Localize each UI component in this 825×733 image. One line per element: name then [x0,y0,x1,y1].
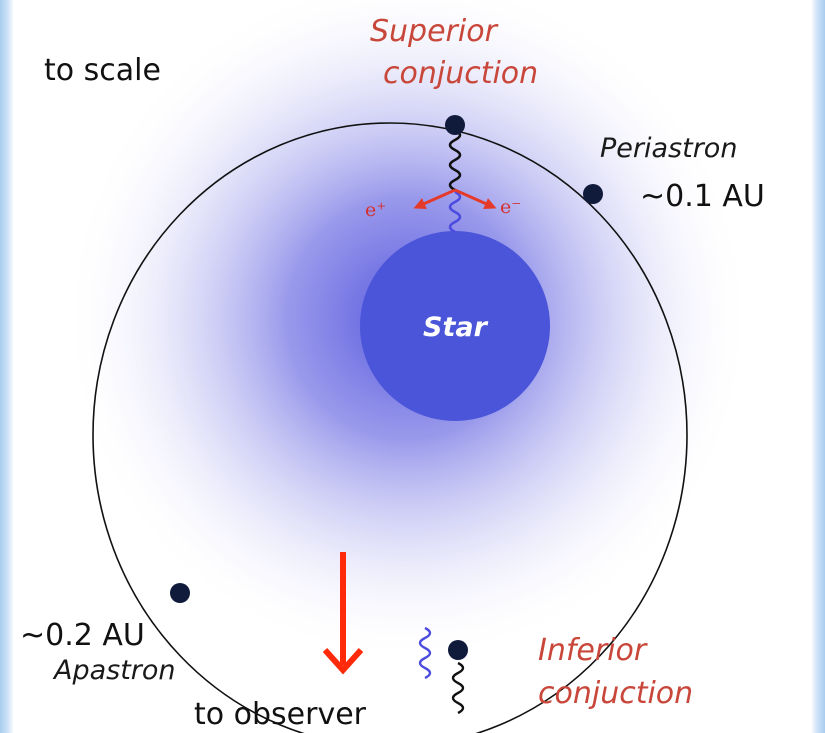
inferior-conjunction-label-line2: conjuction [538,676,693,711]
inferior-conjunction-label-line1: Inferior [538,633,648,668]
gamma-ray-wiggle-black [448,128,462,192]
positron-arrow [413,188,456,210]
apastron-point [170,583,190,603]
observer-label: to observer [194,697,367,732]
star-label: Star [423,312,489,343]
positron-label: e⁺ [365,199,386,221]
inferior-conjunction-point [448,640,468,660]
inferior-wiggle-black [451,661,465,715]
gamma-ray-wiggle-blue [448,190,462,234]
scale-note: to scale [44,53,161,88]
superior-conjunction-label-line2: conjuction [383,56,538,91]
orbit-ellipse [92,122,688,733]
electron-arrow [454,188,497,210]
apastron-distance: ~0.2 AU [20,618,145,653]
superior-conjunction-label-line1: Superior [370,14,499,49]
periastron-distance: ~0.1 AU [640,179,765,214]
star-body [360,231,550,421]
periastron-point [583,184,603,204]
periastron-label: Periastron [600,133,737,164]
inferior-wiggle-blue [418,626,432,680]
apastron-label: Apastron [52,655,176,686]
electron-label: e⁻ [500,196,521,218]
observer-arrow-head [322,647,364,675]
superior-conjunction-point [445,115,465,135]
